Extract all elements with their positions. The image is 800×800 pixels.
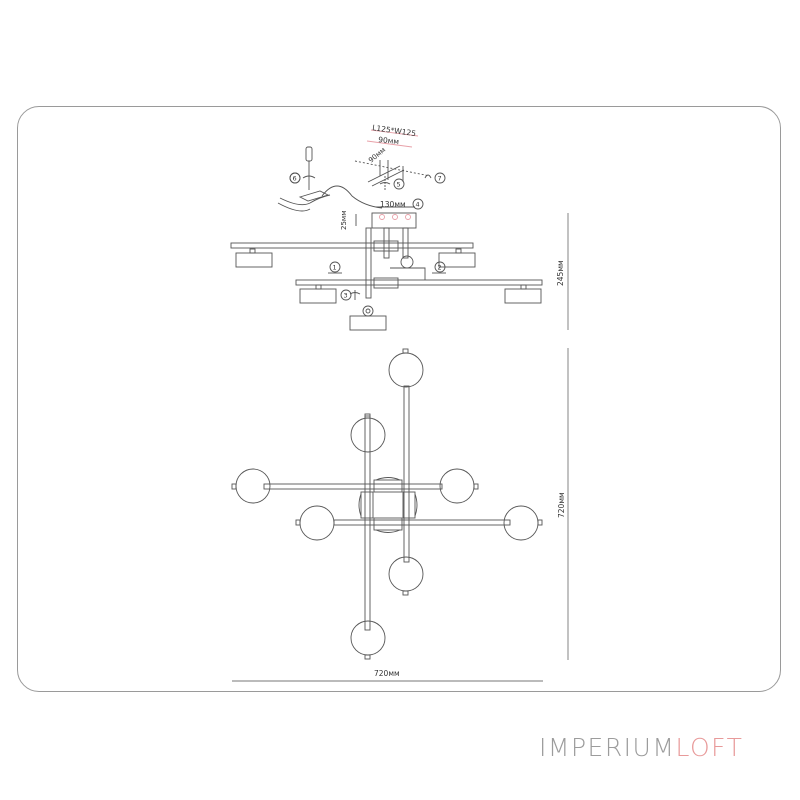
drawing-frame — [17, 106, 781, 692]
step-7-number: 7 — [438, 175, 442, 183]
step-1-number: 1 — [333, 264, 337, 272]
brand-part-imperium: IMPERIUM — [539, 733, 676, 762]
step-3-number: 3 — [344, 292, 348, 300]
top-view — [231, 348, 543, 660]
canopy-length-label: 130мм — [380, 200, 406, 209]
canopy-height-label: 25мм — [340, 211, 348, 230]
top-width-label: 720мм — [374, 669, 400, 678]
mounting-plate-detail — [354, 129, 446, 190]
side-view — [230, 206, 543, 331]
brand-logo: IMPERIUMLOFT — [539, 733, 743, 762]
step-5-number: 5 — [397, 181, 401, 189]
top-height-label: 720мм — [557, 492, 566, 518]
diagonal-label: 90мм — [367, 146, 387, 165]
step-2-number: 2 — [438, 264, 442, 272]
step-6-number: 6 — [293, 175, 297, 183]
side-height-label: 245мм — [556, 260, 565, 286]
brand-part-loft: LOFT — [675, 733, 744, 762]
step-4-number: 4 — [416, 201, 420, 209]
hole-spacing-label: 90мм — [378, 135, 400, 146]
